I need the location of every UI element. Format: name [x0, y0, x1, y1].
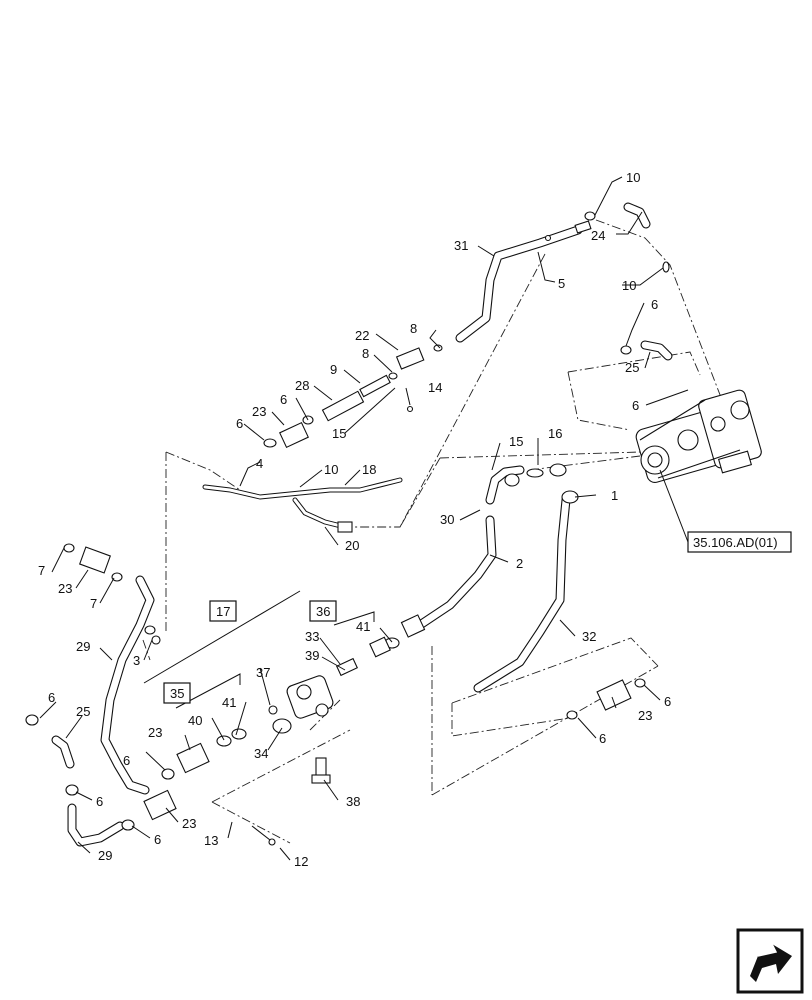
callout-25: 24	[591, 228, 605, 243]
callout-14: 14	[428, 380, 442, 395]
callout-40: 40	[188, 713, 202, 728]
callout-32: 31	[454, 238, 468, 253]
callout-labels: 10 24 31 5 10 8 22 8 9 28 14 6 23 6 15 6…	[38, 170, 671, 869]
callout-6-e: 6	[123, 753, 130, 768]
callout-34: 34	[254, 746, 268, 761]
callout-6-i: 6	[664, 694, 671, 709]
callout-18: 16	[548, 426, 562, 441]
callout-6-j: 6	[599, 731, 606, 746]
next-page-arrow-icon[interactable]	[736, 928, 804, 994]
callout-28: 28	[295, 378, 309, 393]
callout-31: 32	[582, 629, 596, 644]
callout-6-g: 6	[96, 794, 103, 809]
callout-7-a: 7	[38, 563, 45, 578]
leader-lines	[39, 176, 689, 861]
boxed-callout-35: 35	[170, 686, 184, 701]
callout-5: 5	[558, 276, 565, 291]
callout-38: 38	[346, 794, 360, 809]
callout-23-d: 23	[638, 708, 652, 723]
callout-23-a: 23	[252, 404, 266, 419]
boxed-callout-36: 36	[316, 604, 330, 619]
callout-10: 10	[324, 462, 338, 477]
small-parts	[25, 211, 762, 846]
callout-29: 29	[98, 848, 112, 863]
callout-8-a: 8	[410, 321, 417, 336]
callout-6-d: 6	[632, 398, 639, 413]
callout-30: 30	[440, 512, 454, 527]
callout-3: 3	[133, 653, 140, 668]
callout-41-b: 41	[222, 695, 236, 710]
reference-label: 35.106.AD(01)	[693, 535, 778, 550]
callout-20: 20	[345, 538, 359, 553]
callout-4: 4	[256, 456, 263, 471]
hoses	[51, 202, 673, 847]
callout-22: 22	[355, 328, 369, 343]
callout-8-b: 8	[362, 346, 369, 361]
callout-1: 1	[611, 488, 618, 503]
callout-26-right: 25	[625, 360, 639, 375]
callout-23-c: 23	[182, 816, 196, 831]
callout-11-top: 10	[626, 170, 640, 185]
callout-26-left: 25	[76, 704, 90, 719]
callout-6-c: 6	[651, 297, 658, 312]
assembly-lines	[142, 219, 723, 844]
callout-9: 9	[330, 362, 337, 377]
hydraulic-pump	[635, 389, 762, 483]
boxed-callouts: 17 36 35 35.106.AD(01)	[163, 531, 792, 704]
callout-6-f: 6	[48, 690, 55, 705]
callout-24: 23	[58, 581, 72, 596]
callout-11-mid: 10	[622, 278, 636, 293]
callout-6-h: 6	[154, 832, 161, 847]
callout-16: 15	[509, 434, 523, 449]
callout-23-b: 23	[148, 725, 162, 740]
callout-33: 33	[305, 629, 319, 644]
callout-6-b: 6	[236, 416, 243, 431]
callout-15: 15	[332, 426, 346, 441]
callout-13: 13	[204, 833, 218, 848]
callout-41-a: 41	[356, 619, 370, 634]
callout-27: 29	[76, 639, 90, 654]
callout-6-a: 6	[280, 392, 287, 407]
callout-2: 2	[516, 556, 523, 571]
callout-7-b: 7	[90, 596, 97, 611]
callout-19: 18	[362, 462, 376, 477]
callout-39: 39	[305, 648, 319, 663]
boxed-callout-17: 17	[216, 604, 230, 619]
callout-37: 37	[256, 665, 270, 680]
callout-12: 12	[294, 854, 308, 869]
